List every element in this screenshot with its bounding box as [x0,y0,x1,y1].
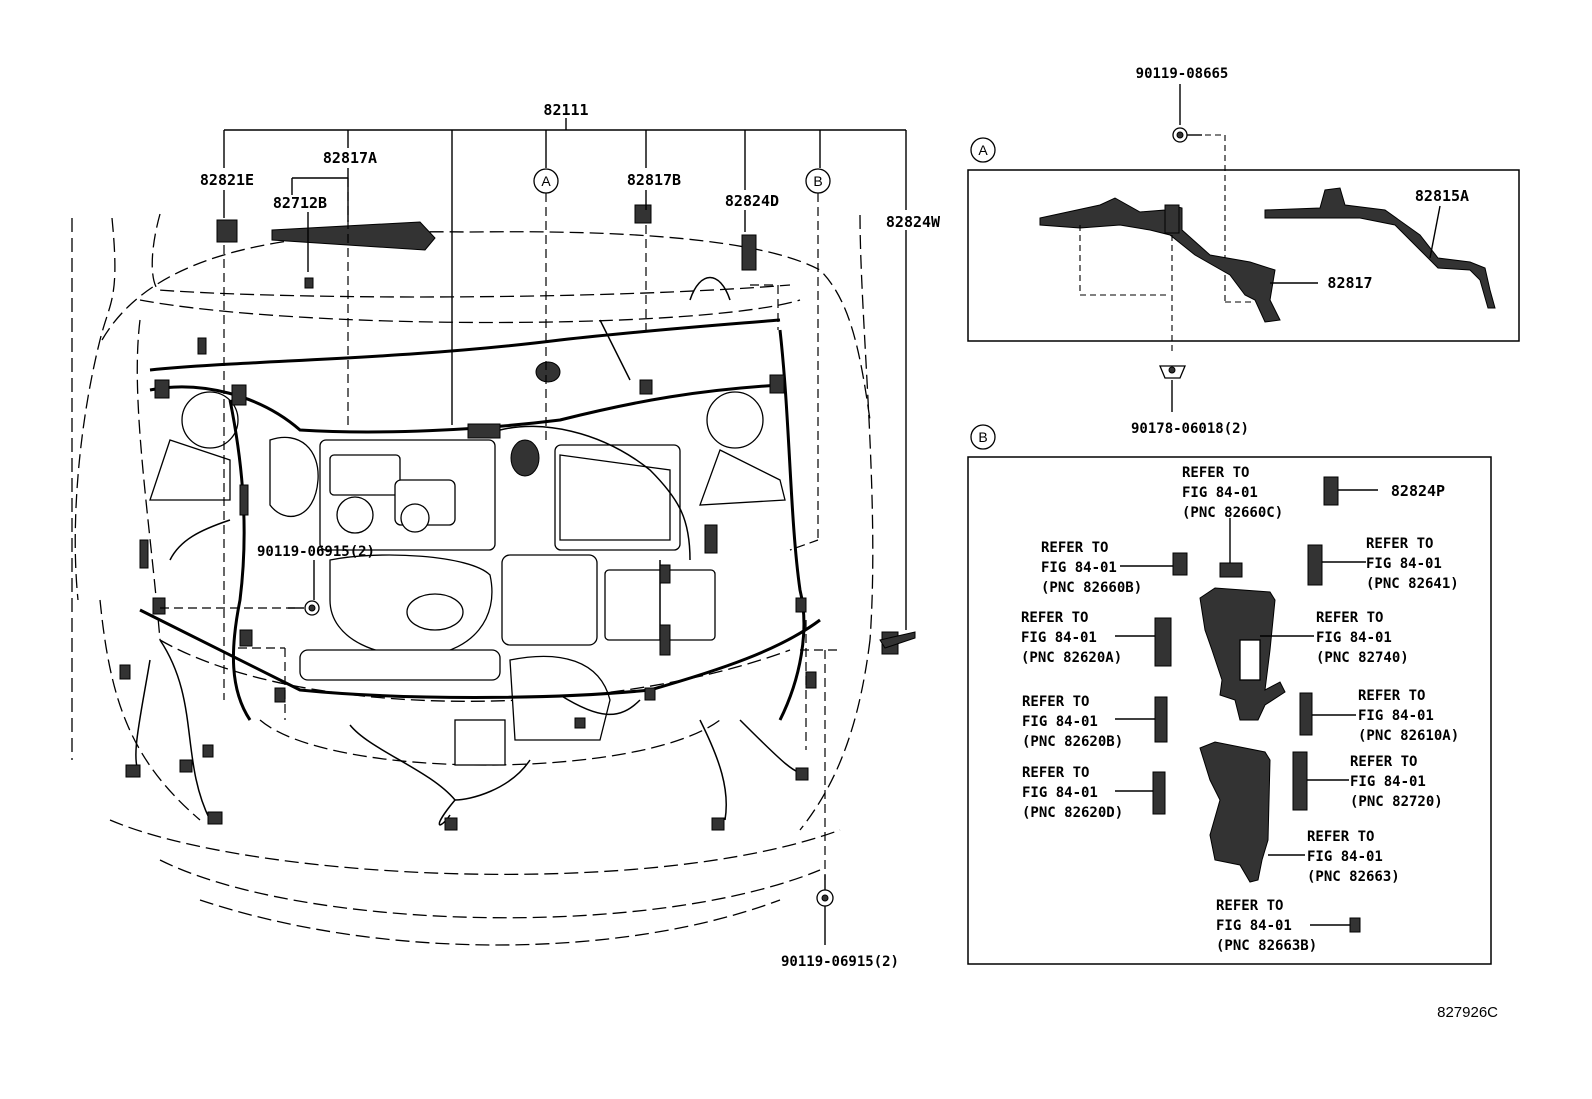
svg-text:FIG 84-01: FIG 84-01 [1182,485,1258,501]
svg-text:(PNC 82641): (PNC 82641) [1366,576,1459,592]
svg-text:A: A [541,173,551,189]
part-lower-block [1199,741,1271,883]
svg-text:FIG 84-01: FIG 84-01 [1307,849,1383,865]
svg-text:REFER TO: REFER TO [1316,610,1383,626]
svg-text:(PNC 82660B): (PNC 82660B) [1041,580,1142,596]
svg-text:FIG 84-01: FIG 84-01 [1041,560,1117,576]
label-82821E: 82821E [200,171,254,189]
svg-text:FIG 84-01: FIG 84-01 [1366,556,1442,572]
label-82817A: 82817A [323,149,377,167]
svg-text:(PNC 82740): (PNC 82740) [1316,650,1409,666]
svg-text:FIG 84-01: FIG 84-01 [1022,714,1098,730]
svg-text:A: A [978,142,988,158]
label-82824P: 82824P [1391,482,1445,500]
detail-a: A 90119-08665 82817 82815A 90178-06018(2 [967,66,1520,437]
svg-text:FIG 84-01: FIG 84-01 [1022,785,1098,801]
svg-text:REFER TO: REFER TO [1350,754,1417,770]
label-82817: 82817 [1327,274,1372,292]
bolt-left-icon [288,600,320,616]
ref-82663B: REFER TO FIG 84-01 (PNC 82663B) [1216,898,1317,954]
ref-82620A: REFER TO FIG 84-01 (PNC 82620A) [1021,610,1122,666]
ref-82610A: REFER TO FIG 84-01 (PNC 82610A) [1358,688,1459,744]
ref-82663: REFER TO FIG 84-01 (PNC 82663) [1307,829,1400,885]
part-82817 [1039,197,1281,323]
label-82824D: 82824D [725,192,779,210]
wiring-harness [119,204,916,831]
svg-text:REFER TO: REFER TO [1366,536,1433,552]
ref-82740: REFER TO FIG 84-01 (PNC 82740) [1316,610,1409,666]
svg-text:REFER TO: REFER TO [1021,610,1088,626]
callout-a: A [533,168,559,194]
svg-text:REFER TO: REFER TO [1022,765,1089,781]
callout-b: B [805,168,831,194]
label-82824W: 82824W [886,213,941,231]
label-bolt-bottom: 90119-06915(2) [781,954,899,970]
bolt-bottom-icon [816,875,834,907]
label-bolt-top: 90119-08665 [1136,66,1229,82]
detail-a-frame [967,169,1520,342]
svg-text:(PNC 82663): (PNC 82663) [1307,869,1400,885]
ref-82620D: REFER TO FIG 84-01 (PNC 82620D) [1022,765,1123,821]
clip-icon [1159,365,1186,379]
svg-text:REFER TO: REFER TO [1182,465,1249,481]
svg-text:REFER TO: REFER TO [1216,898,1283,914]
ref-82660C: REFER TO FIG 84-01 (PNC 82660C) [1182,465,1283,521]
ref-82720: REFER TO FIG 84-01 (PNC 82720) [1350,754,1443,810]
bolt-top-icon [1172,127,1202,143]
ref-82620B: REFER TO FIG 84-01 (PNC 82620B) [1022,694,1123,750]
label-bolt-left: 90119-06915(2) [257,544,375,560]
svg-text:(PNC 82620B): (PNC 82620B) [1022,734,1123,750]
svg-text:(PNC 82720): (PNC 82720) [1350,794,1443,810]
part-82824P [1323,476,1339,506]
svg-text:B: B [978,429,987,445]
svg-text:REFER TO: REFER TO [1022,694,1089,710]
main-leader-lines [160,118,907,945]
label-82817B: 82817B [627,171,681,189]
svg-text:(PNC 82663B): (PNC 82663B) [1216,938,1317,954]
svg-text:(PNC 82620D): (PNC 82620D) [1022,805,1123,821]
detail-b-frame [967,456,1492,965]
svg-text:REFER TO: REFER TO [1041,540,1108,556]
label-clip-bottom: 90178-06018(2) [1131,421,1249,437]
vehicle-body-outline [71,213,874,946]
svg-text:FIG 84-01: FIG 84-01 [1216,918,1292,934]
svg-text:B: B [813,173,822,189]
detail-a-marker: A [970,137,996,163]
svg-text:(PNC 82620A): (PNC 82620A) [1021,650,1122,666]
engine-assembly [149,361,786,766]
svg-text:FIG 84-01: FIG 84-01 [1021,630,1097,646]
diagram-code: 827926C [1437,1004,1498,1021]
svg-text:FIG 84-01: FIG 84-01 [1350,774,1426,790]
detail-b: B 82824P REFER TO [967,424,1492,965]
svg-text:REFER TO: REFER TO [1358,688,1425,704]
svg-text:(PNC 82610A): (PNC 82610A) [1358,728,1459,744]
main-view: 82111 82817A 82821E 82712B 82817B 82824D… [71,101,941,970]
label-82111: 82111 [543,101,588,119]
detail-b-marker: B [970,424,996,450]
label-82815A: 82815A [1415,187,1469,205]
svg-text:FIG 84-01: FIG 84-01 [1316,630,1392,646]
svg-text:REFER TO: REFER TO [1307,829,1374,845]
part-82815A [1264,187,1496,309]
svg-text:FIG 84-01: FIG 84-01 [1358,708,1434,724]
ref-82641: REFER TO FIG 84-01 (PNC 82641) [1366,536,1459,592]
label-82712B: 82712B [273,194,327,212]
ref-82660B: REFER TO FIG 84-01 (PNC 82660B) [1041,540,1142,596]
svg-text:(PNC 82660C): (PNC 82660C) [1182,505,1283,521]
